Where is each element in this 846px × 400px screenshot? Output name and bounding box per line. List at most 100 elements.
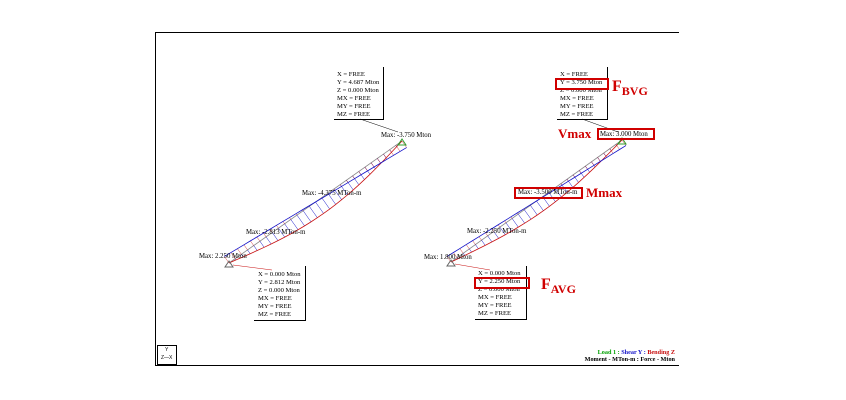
hatch-line: [603, 152, 607, 158]
reaction-line: X = FREE: [560, 71, 588, 78]
fbvg-highlight-box: [555, 78, 609, 90]
hatch-line: [536, 200, 544, 211]
left-bottom-reaction-box: [254, 266, 306, 321]
mmax-highlight-box: [514, 187, 583, 199]
hatch-line: [309, 206, 318, 218]
reaction-line: MX = FREE: [478, 293, 512, 301]
reaction-line: MY = FREE: [258, 302, 292, 310]
right-mid-max-label: Max: -3.500 MTon-m: [518, 189, 578, 196]
legend-shear: Shear Y :: [621, 349, 646, 356]
hatch-line: [241, 254, 244, 257]
top-support-icon: [617, 137, 627, 145]
reaction-line: Y = 2.250 Mton: [478, 277, 521, 285]
axis-y-label: Y: [165, 347, 169, 353]
hatch-line: [278, 227, 285, 238]
hatch-line: [401, 140, 407, 148]
reaction-line: MY = FREE: [560, 102, 594, 110]
hatch-line: [493, 231, 499, 239]
shear-curve: [446, 145, 627, 257]
leader-line: [359, 118, 399, 133]
hatch-line: [478, 236, 482, 241]
left-top-max-label: Max: -3.750 Mton: [381, 132, 432, 139]
hatch-line: [459, 248, 464, 254]
reaction-line: MZ = FREE: [478, 309, 512, 317]
favg-main: F: [541, 276, 551, 293]
hatch-line: [463, 253, 465, 256]
hatch-line: [377, 158, 381, 164]
viewport-frame: [155, 32, 679, 366]
legend: Load 1 : Shear Y : Bending Z Moment - MT…: [548, 349, 675, 363]
hatch-line: [259, 241, 265, 248]
left-top-support-reactions: X = FREE Y = 4.687 Mton Z = 0.000 Mton M…: [337, 71, 379, 118]
hatch-line: [272, 232, 279, 241]
hatch-line: [395, 145, 401, 152]
reaction-line: Z = 0.000 Mton: [478, 285, 520, 293]
left-bottom-support-reactions: X = 0.000 Mton Y = 2.812 Mton Z = 0.000 …: [258, 271, 301, 318]
hatch-line: [466, 244, 470, 250]
hatch-line: [572, 174, 575, 178]
hatch-line: [485, 232, 488, 236]
hatch-line: [315, 201, 324, 214]
hatch-line: [253, 245, 258, 251]
hatch-line: [566, 179, 569, 182]
hatch-line: [230, 252, 236, 259]
right-top-reaction-box: [557, 67, 608, 120]
legend-load: Load 1 :: [597, 349, 620, 356]
bottom-support-icon: [446, 259, 456, 267]
reaction-line: MY = FREE: [478, 301, 512, 309]
reaction-line: MZ = FREE: [560, 110, 594, 118]
hatch-line: [472, 240, 476, 245]
hatch-line: [597, 157, 601, 162]
right-low-max-label: Max: -2.250 MTon-m: [467, 228, 527, 235]
top-support-icon: [397, 138, 407, 146]
hatch-line: [524, 209, 532, 220]
reaction-line: Z = 0.000 Mton: [337, 86, 379, 94]
legend-line-1: Load 1 : Shear Y : Bending Z: [548, 349, 675, 356]
hatch-line: [511, 218, 519, 228]
hatch-line: [505, 222, 513, 232]
hatch-line: [530, 205, 538, 216]
hatch-line: [321, 197, 330, 210]
right-top-max-label: Max: 3.000 Mton: [600, 131, 648, 138]
hatch-line: [554, 187, 562, 198]
favg-sub: AVG: [550, 282, 576, 296]
hatch-line: [370, 162, 375, 168]
hatch-line: [383, 153, 388, 160]
hatch-line: [237, 248, 242, 255]
mmax-annotation: Mmax: [586, 185, 623, 200]
reaction-line: Z = 0.000 Mton: [258, 286, 300, 294]
left-bottom-max-label: Max: 2.250 Mton: [199, 253, 247, 260]
hatch-line: [481, 240, 486, 246]
hatch-line: [269, 229, 273, 233]
reaction-line: Y = 4.687 Mton: [337, 78, 380, 86]
hatch-line: [302, 210, 312, 223]
hatch-line: [284, 223, 292, 234]
hatch-line: [282, 221, 285, 224]
bottom-support-icon: [224, 260, 234, 268]
hatch-line: [358, 171, 362, 175]
hatch-line: [290, 219, 299, 230]
hatch-line: [453, 252, 458, 258]
hatch-line: [364, 167, 368, 171]
left-mid-max-label: Max: -4.375 MTon-m: [302, 190, 362, 197]
hatch-line: [250, 240, 254, 246]
reaction-line: Y = 3.750 Mton: [560, 78, 603, 86]
vmax-annotation: Vmax: [558, 126, 592, 141]
hatch-line: [327, 193, 336, 205]
right-bottom-support-reactions: X = 0.000 Mton Y = 2.250 Mton Z = 0.000 …: [478, 270, 521, 317]
hatch-line: [517, 213, 525, 224]
hatch-line: [475, 244, 479, 249]
axis-zx-label: Z—X: [161, 355, 173, 361]
leader-line: [454, 263, 491, 271]
favg-annotation: FAVG: [541, 276, 576, 297]
reaction-line: X = 0.000 Mton: [258, 271, 301, 278]
hatch-line: [296, 214, 305, 227]
axis-orientation-icon: Y Z—X: [157, 345, 177, 365]
legend-bending: Bending Z: [647, 349, 675, 356]
reaction-line: Y = 2.812 Mton: [258, 278, 301, 286]
right-top-support-reactions: X = FREE Y = 3.750 Mton Z = 0.000 Mton M…: [560, 71, 602, 118]
hatch-line: [579, 170, 582, 174]
hatch-line: [243, 244, 248, 251]
right-bottom-max-label: Max: 1.800 Mton: [424, 254, 472, 261]
